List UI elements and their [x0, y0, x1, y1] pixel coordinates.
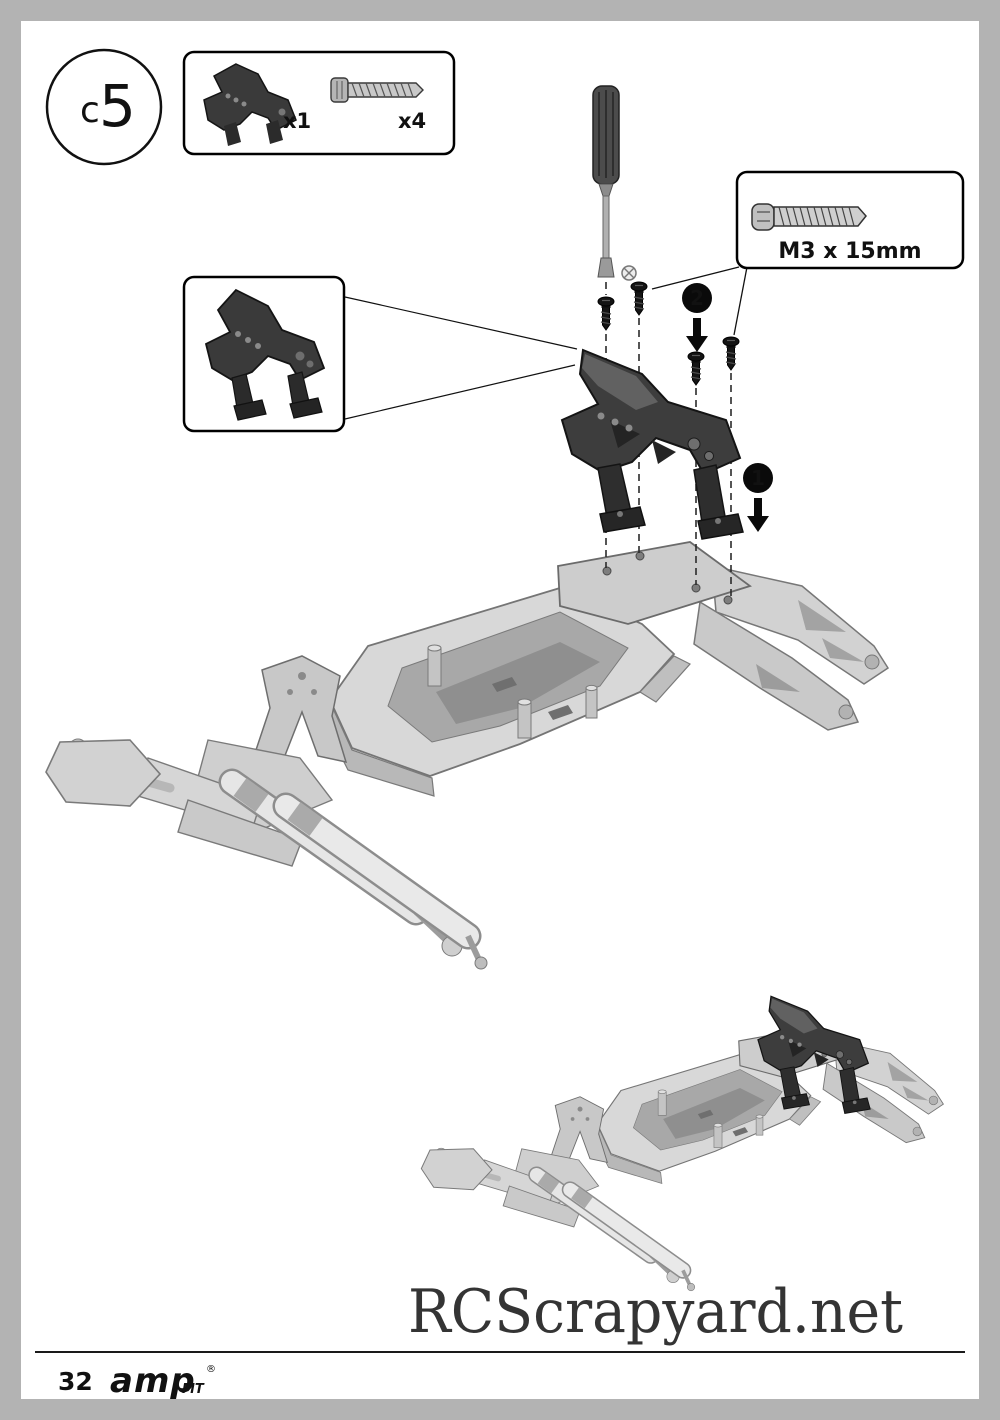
step-1-number: 1 — [751, 466, 765, 490]
screw-3 — [687, 351, 705, 386]
brand-sub: MT — [182, 1382, 205, 1397]
callout-leader-line — [733, 266, 748, 336]
callout-leader-line — [344, 296, 578, 350]
watermark-text: RCScrapyard.net — [408, 1277, 903, 1347]
screw-1 — [597, 296, 615, 331]
step-2-badge: 2 — [682, 283, 712, 352]
rear-shock-tower-part — [561, 349, 744, 540]
step-1-badge: 1 — [743, 463, 773, 532]
step-prefix: c — [80, 90, 100, 131]
step-number: 5 — [99, 72, 136, 140]
assembled-illustration — [421, 995, 943, 1291]
screw-qty-label: x4 — [398, 109, 426, 133]
screw-2 — [630, 281, 648, 316]
tower-detail-callout — [182, 275, 578, 433]
main-illustration: 2 1 — [46, 281, 888, 969]
tower-qty-label: x1 — [283, 109, 311, 133]
parts-box: x1 x4 — [182, 50, 456, 156]
m3-screw-icon — [751, 203, 867, 231]
brand-name: amp — [110, 1361, 196, 1401]
page-number: 32 — [58, 1367, 93, 1396]
screw-callout-box: M3 x 15mm — [651, 170, 965, 336]
step-badge: c 5 — [45, 48, 163, 166]
registered-mark: ® — [206, 1364, 216, 1375]
shock-tower-part-icon — [203, 63, 297, 146]
callout-leader-line — [344, 364, 576, 420]
screwdriver-icon — [592, 85, 637, 281]
step-2-number: 2 — [690, 286, 704, 310]
screw-size-label: M3 x 15mm — [778, 239, 921, 264]
brand-logo: amp MT ® — [110, 1361, 216, 1401]
tower-detail-icon — [204, 288, 326, 421]
callout-leader-line — [651, 266, 740, 290]
screw-head-crosshair-icon — [621, 265, 637, 281]
step-1-arrow-icon — [747, 498, 769, 532]
step-2-arrow-icon — [686, 318, 708, 352]
page-footer: 32 amp MT ® — [35, 1351, 965, 1401]
screw-4 — [722, 336, 740, 371]
screw-part-icon — [330, 77, 424, 103]
